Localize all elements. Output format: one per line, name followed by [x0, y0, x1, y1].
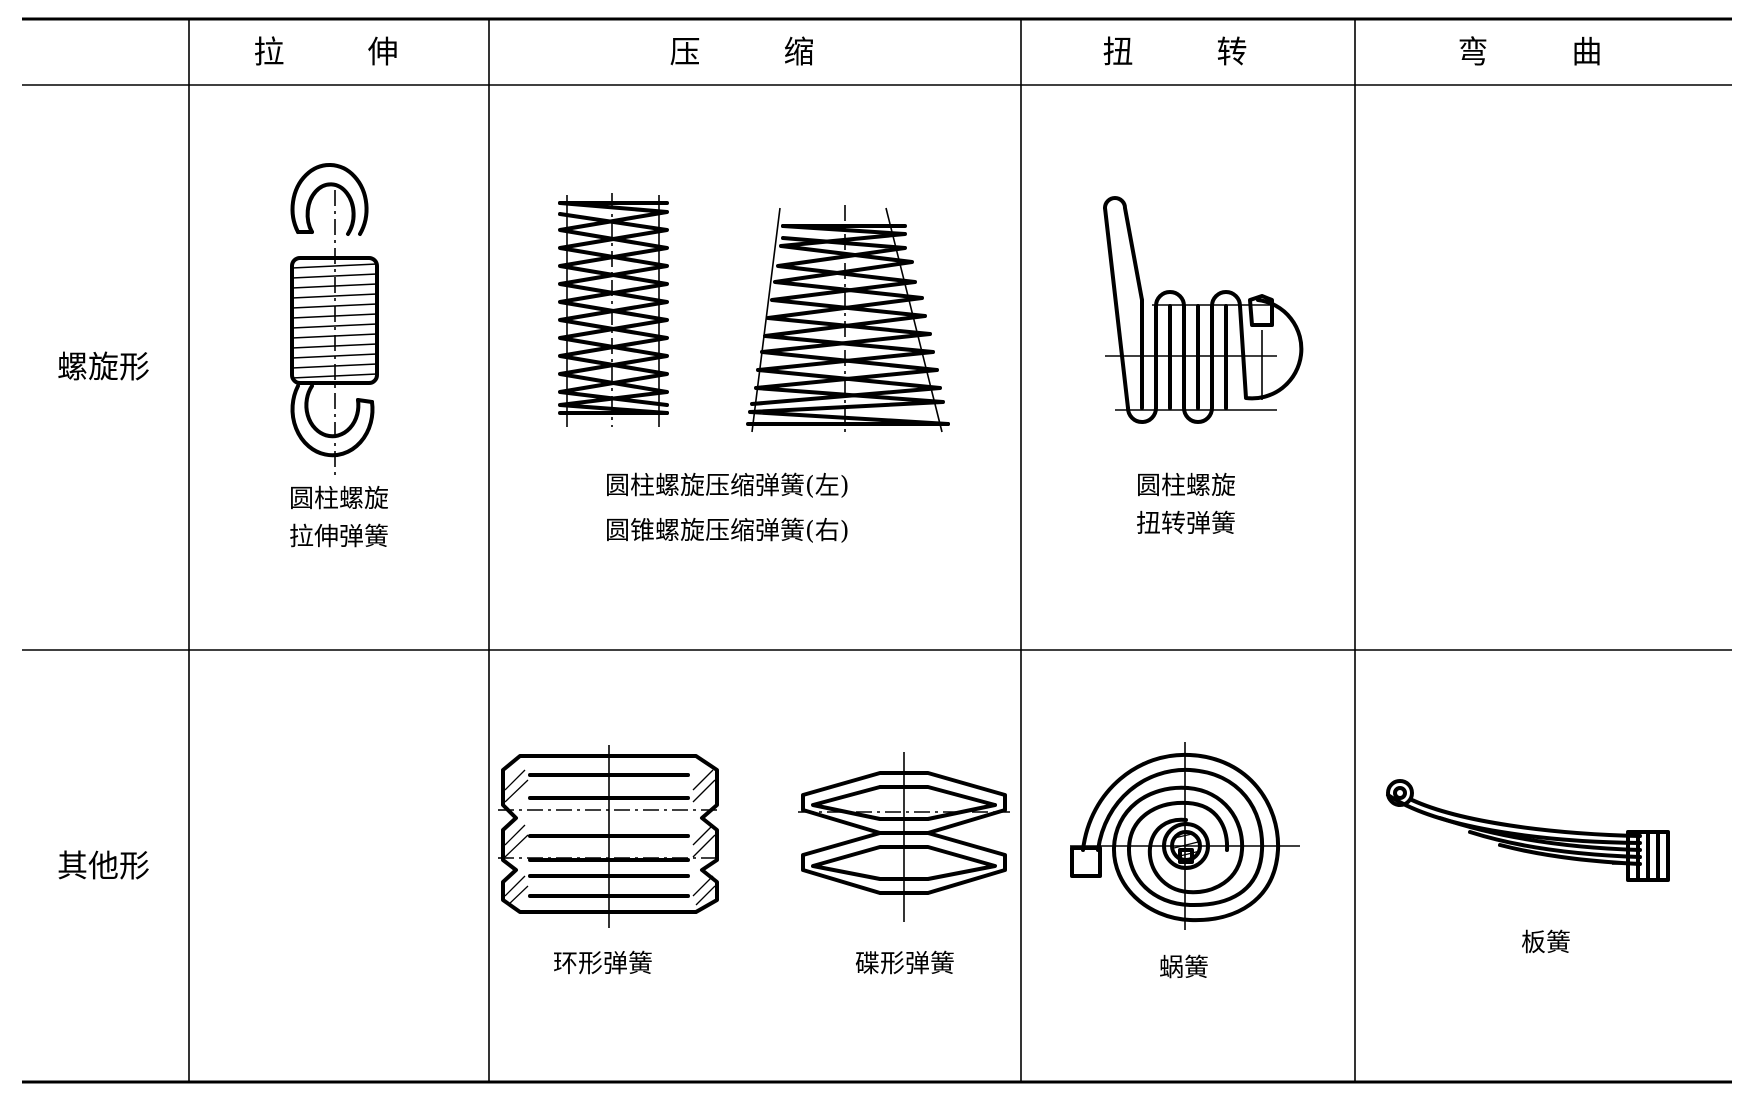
- header-compression: 压 缩: [669, 35, 841, 71]
- header-bending: 弯 曲: [1457, 35, 1629, 71]
- caption-extension-line2: 拉伸弹簧: [288, 522, 390, 551]
- header-torsion: 扭 转: [1102, 35, 1274, 71]
- caption-spiral-spring: 蜗簧: [1158, 953, 1210, 982]
- caption-disc-spring: 碟形弹簧: [854, 949, 956, 978]
- caption-torsion-line2: 扭转弹簧: [1135, 509, 1237, 538]
- caption-leaf-spring: 板簧: [1520, 928, 1572, 957]
- caption-extension-line1: 圆柱螺旋: [288, 484, 390, 513]
- caption-compression-line2: 圆锥螺旋压缩弹簧(右): [605, 516, 850, 545]
- row-label-helical: 螺旋形: [57, 350, 150, 386]
- caption-torsion-line1: 圆柱螺旋: [1135, 471, 1237, 500]
- caption-ring-spring: 环形弹簧: [552, 949, 654, 978]
- caption-compression-line1: 圆柱螺旋压缩弹簧(左): [605, 471, 850, 500]
- row-label-other: 其他形: [57, 849, 150, 885]
- header-tension: 拉 伸: [253, 35, 425, 71]
